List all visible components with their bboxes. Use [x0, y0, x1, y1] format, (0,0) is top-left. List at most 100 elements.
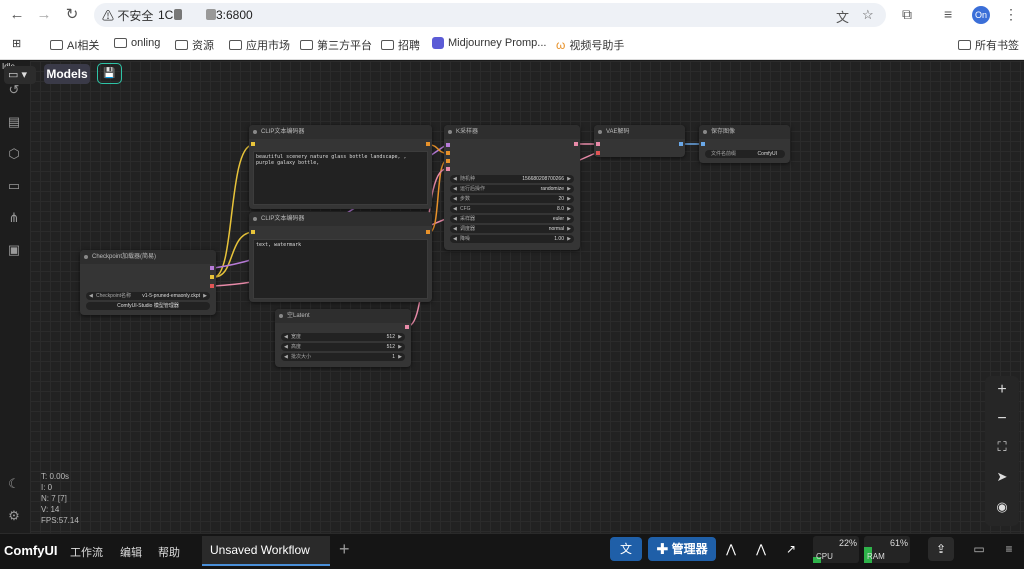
reload-icon[interactable]: ↻: [65, 6, 79, 23]
prompt-textarea[interactable]: beautiful scenery nature glass bottle la…: [253, 151, 428, 205]
latent-output-slot[interactable]: [405, 325, 409, 329]
filename-prefix-widget[interactable]: 文件名前缀 ComfyUI: [705, 150, 785, 158]
star-icon[interactable]: ☆: [862, 7, 874, 22]
clip-encoder-positive-node[interactable]: CLIP文本编码器 beautiful scenery nature glass…: [249, 125, 432, 209]
templates-icon[interactable]: ▣: [7, 242, 21, 257]
vae-input-slot[interactable]: [596, 151, 600, 155]
samples-input-slot[interactable]: [596, 142, 600, 146]
positive-input-slot[interactable]: [446, 151, 450, 155]
menu-workflow[interactable]: 工作流: [70, 547, 103, 559]
zoom-out-icon[interactable]: −: [997, 410, 1007, 427]
vae-output-slot[interactable]: [210, 284, 214, 288]
conditioning-output-slot[interactable]: [426, 230, 430, 234]
images-input-slot[interactable]: [701, 142, 705, 146]
decrement-arrow-icon[interactable]: ◀: [453, 236, 457, 242]
decrement-arrow-icon[interactable]: ◀: [453, 206, 457, 212]
translate-icon[interactable]: 文: [836, 10, 850, 25]
vae-decode-node[interactable]: VAE解码: [594, 125, 685, 157]
upload-icon[interactable]: ⇪: [928, 537, 954, 561]
increment-arrow-icon[interactable]: ▶: [398, 354, 402, 360]
increment-arrow-icon[interactable]: ▶: [567, 236, 571, 242]
increment-arrow-icon[interactable]: ▶: [567, 196, 571, 202]
forward-icon[interactable]: →: [36, 6, 52, 23]
node-title[interactable]: 空Latent: [275, 309, 411, 323]
decrement-arrow-icon[interactable]: ◀: [284, 334, 288, 340]
node-title[interactable]: 保存图像: [699, 125, 790, 139]
bookmark-6[interactable]: Midjourney Promp...: [432, 37, 546, 49]
latent-input-slot[interactable]: [446, 167, 450, 171]
fit-view-icon[interactable]: ⛶: [997, 439, 1007, 454]
node-title[interactable]: K采样器: [444, 125, 580, 139]
save-icon[interactable]: 💾: [97, 63, 122, 84]
checkpoint-name-widget[interactable]: ◀ Checkpoint名称 v1-5-pruned-emaonly.ckpt …: [86, 292, 210, 300]
prompt-textarea[interactable]: text, watermark: [253, 239, 428, 299]
apps-icon[interactable]: ⊞: [12, 38, 22, 50]
security-warning[interactable]: ⚠ 不安全: [102, 9, 154, 23]
clip-input-slot[interactable]: [251, 230, 255, 234]
increment-arrow-icon[interactable]: ▶: [567, 176, 571, 182]
save-image-node[interactable]: 保存图像 文件名前缀 ComfyUI: [699, 125, 790, 163]
increment-arrow-icon[interactable]: ▶: [398, 334, 402, 340]
tab-unsaved-workflow[interactable]: Unsaved Workflow: [202, 536, 330, 566]
decrement-arrow-icon[interactable]: ◀: [89, 293, 93, 299]
empty-latent-node[interactable]: 空Latent ◀ 宽度 512 ▶ ◀ 高度 512 ▶ ◀ 批次大小 1 ▶: [275, 309, 411, 367]
bookmark-2[interactable]: 资源: [175, 37, 214, 53]
queue-icon[interactable]: ▤: [7, 114, 21, 129]
workflows-icon[interactable]: ⋔: [8, 210, 20, 225]
decrement-arrow-icon[interactable]: ◀: [284, 354, 288, 360]
bookmark-5[interactable]: 招聘: [381, 37, 420, 53]
new-tab-icon[interactable]: +: [339, 539, 350, 559]
model-output-slot[interactable]: [210, 266, 214, 270]
profile-avatar[interactable]: On: [972, 6, 990, 24]
models-button[interactable]: Models: [44, 64, 90, 84]
all-bookmarks[interactable]: 所有书签: [958, 37, 1019, 53]
toggle-links-icon[interactable]: ◉: [996, 499, 1008, 514]
increment-arrow-icon[interactable]: ▶: [398, 344, 402, 350]
checkpoint-loader-node[interactable]: Checkpoint加载器(简易) ◀ Checkpoint名称 v1-5-pr…: [80, 250, 216, 315]
decrement-arrow-icon[interactable]: ◀: [453, 196, 457, 202]
decrement-arrow-icon[interactable]: ◀: [284, 344, 288, 350]
theme-toggle-icon[interactable]: ☾: [8, 476, 20, 491]
model-input-slot[interactable]: [446, 143, 450, 147]
address-bar[interactable]: ⚠ 不安全 1C 3:6800 文 ☆: [94, 3, 886, 27]
width-widget[interactable]: ◀ 宽度 512 ▶: [281, 333, 405, 341]
comfy-icon-1[interactable]: ⋀: [726, 542, 736, 556]
comfy-icon-2[interactable]: ⋀: [756, 542, 766, 556]
image-output-slot[interactable]: [679, 142, 683, 146]
clip-output-slot[interactable]: [210, 275, 214, 279]
increment-arrow-icon[interactable]: ▶: [567, 206, 571, 212]
model-manager-button[interactable]: ComfyUI-Studio 模型管理器: [86, 302, 210, 310]
history-icon[interactable]: ↺: [8, 82, 20, 97]
increment-arrow-icon[interactable]: ▶: [203, 293, 207, 299]
node-title[interactable]: CLIP文本编码器: [249, 125, 432, 139]
latent-output-slot[interactable]: [574, 142, 578, 146]
negative-input-slot[interactable]: [446, 159, 450, 163]
back-icon[interactable]: ←: [9, 6, 25, 23]
workspace-menu-button[interactable]: ▭ ▾: [4, 66, 36, 84]
node-title[interactable]: Checkpoint加载器(简易): [80, 250, 216, 264]
extensions-icon[interactable]: ⧉: [902, 6, 912, 22]
increment-arrow-icon[interactable]: ▶: [567, 216, 571, 222]
menu-help[interactable]: 帮助: [158, 547, 180, 559]
bookmark-1[interactable]: onling: [114, 37, 160, 49]
bookmark-0[interactable]: AI相关: [50, 37, 99, 53]
select-mode-icon[interactable]: ➤: [996, 469, 1008, 484]
node-title[interactable]: CLIP文本编码器: [249, 212, 432, 226]
node-library-icon[interactable]: ⬡: [8, 146, 20, 161]
bookmark-3[interactable]: 应用市场: [229, 37, 290, 53]
settings-gear-icon[interactable]: ⚙: [8, 508, 20, 523]
manager-button[interactable]: ✚ 管理器: [648, 537, 716, 561]
reading-list-icon[interactable]: ≡: [944, 6, 953, 22]
hamburger-menu-icon[interactable]: ≡: [1005, 542, 1013, 556]
node-title[interactable]: VAE解码: [594, 125, 685, 139]
increment-arrow-icon[interactable]: ▶: [567, 226, 571, 232]
conditioning-output-slot[interactable]: [426, 142, 430, 146]
